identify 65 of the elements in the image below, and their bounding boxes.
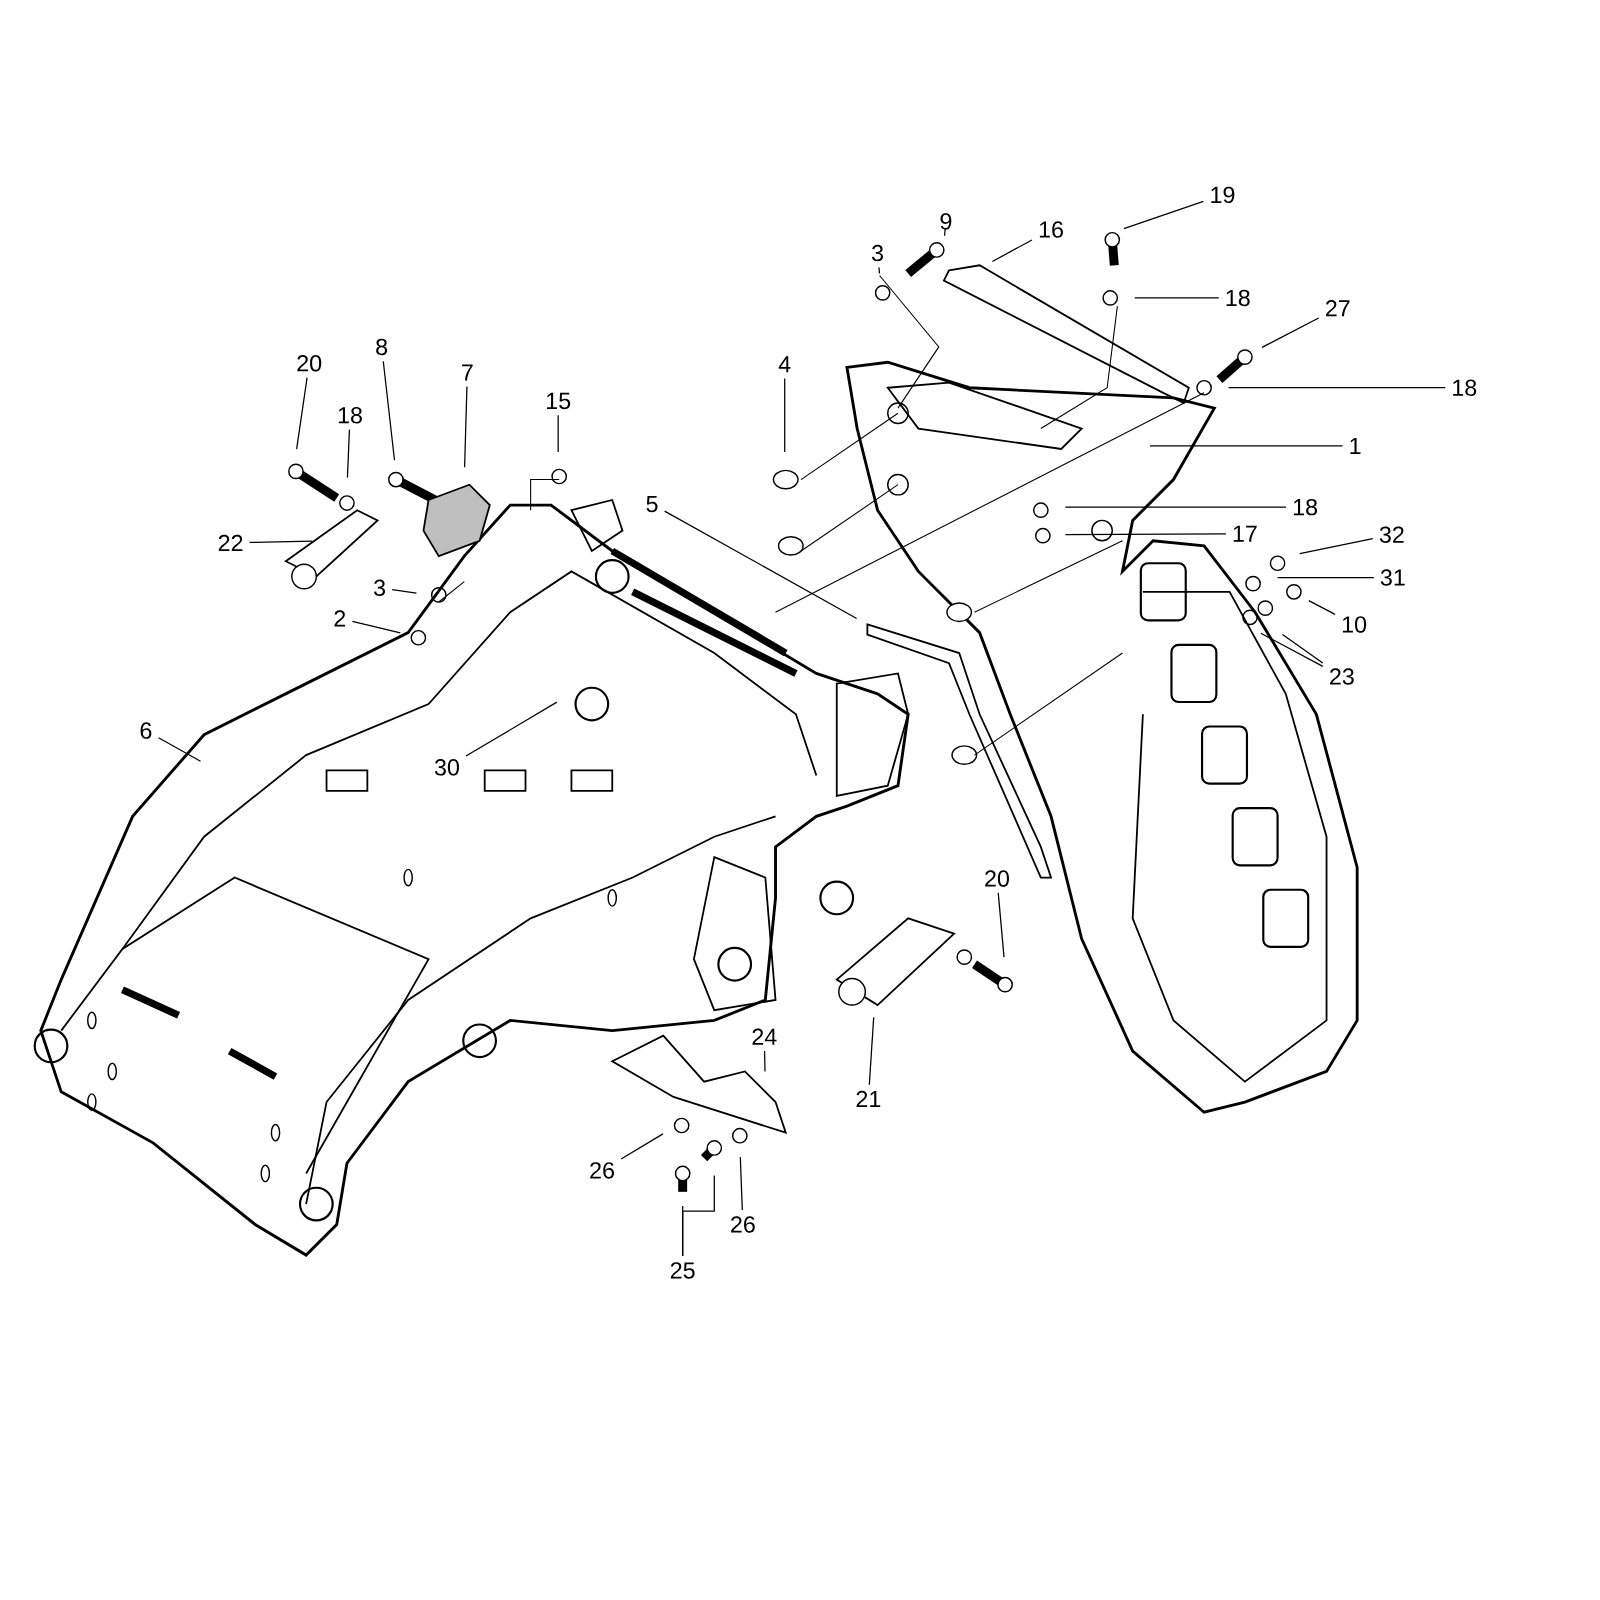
callout-number: 3 (374, 579, 386, 596)
leader-line (1123, 200, 1205, 230)
callout-number: 18 (338, 407, 362, 424)
callout-number: 27 (1326, 300, 1350, 317)
callout-number: 20 (297, 355, 322, 372)
leader-line (1299, 537, 1374, 555)
leader-line (1064, 506, 1287, 508)
leader-line (382, 360, 396, 461)
callout-number: 17 (1233, 525, 1257, 542)
leader-line (1281, 633, 1324, 664)
callout-number: 20 (985, 870, 1009, 887)
leader-line (1276, 576, 1375, 579)
callout-number: 2 (334, 610, 346, 627)
callout-number: 18 (1226, 289, 1250, 307)
leader-line (1134, 297, 1220, 299)
callout-number: 3 (872, 244, 883, 262)
callout-number: 15 (547, 392, 571, 410)
callout-number: 10 (1342, 616, 1367, 633)
callout-number: 25 (670, 1262, 695, 1279)
callout-number: 9 (940, 213, 952, 230)
leader-line (664, 510, 858, 620)
leader-line (868, 1016, 875, 1086)
leader-line (739, 1156, 743, 1211)
callout-number: 31 (1380, 569, 1405, 586)
leader-line (465, 701, 558, 757)
leader-line (763, 1050, 766, 1073)
leader-line (157, 737, 202, 762)
leader-line (1149, 445, 1344, 447)
callout-number: 32 (1379, 526, 1404, 543)
callout-number: 4 (778, 356, 791, 373)
leader-line (1261, 317, 1320, 349)
callout-number: 5 (646, 495, 658, 513)
leader-line (391, 588, 418, 594)
leader-line (784, 377, 786, 453)
callout-number: 7 (462, 364, 473, 381)
callout-number: 21 (856, 1090, 881, 1108)
leader-line (463, 385, 468, 468)
leader-line (997, 892, 1005, 958)
callout-number: 26 (590, 1162, 614, 1179)
callout-number: 23 (1330, 668, 1354, 685)
callout-number: 18 (1293, 498, 1318, 516)
callout-number: 22 (218, 534, 243, 551)
leader-line (1308, 599, 1336, 616)
leader-line (682, 1174, 715, 1257)
callout-number: 8 (376, 338, 388, 356)
leader-line (943, 228, 946, 237)
leader-line (249, 540, 313, 544)
callout-number: 30 (434, 759, 459, 776)
leader-line (1260, 632, 1324, 667)
leader-line (296, 376, 308, 450)
leader-line (1227, 387, 1446, 389)
callout-number: 1 (1350, 437, 1361, 454)
callout-number: 26 (731, 1216, 755, 1233)
callout-number: 16 (1039, 221, 1063, 238)
leader-line (878, 266, 881, 275)
callout-number: 6 (140, 722, 152, 739)
callout-number: 24 (752, 1028, 777, 1045)
callout-number: 19 (1211, 186, 1235, 204)
leader-line (620, 1133, 664, 1160)
leader-line (346, 429, 351, 479)
callout-number: 18 (1453, 379, 1477, 396)
leader-line (557, 414, 559, 453)
leader-line (351, 620, 401, 634)
leader-line (1064, 533, 1227, 536)
leader-line (991, 239, 1033, 263)
